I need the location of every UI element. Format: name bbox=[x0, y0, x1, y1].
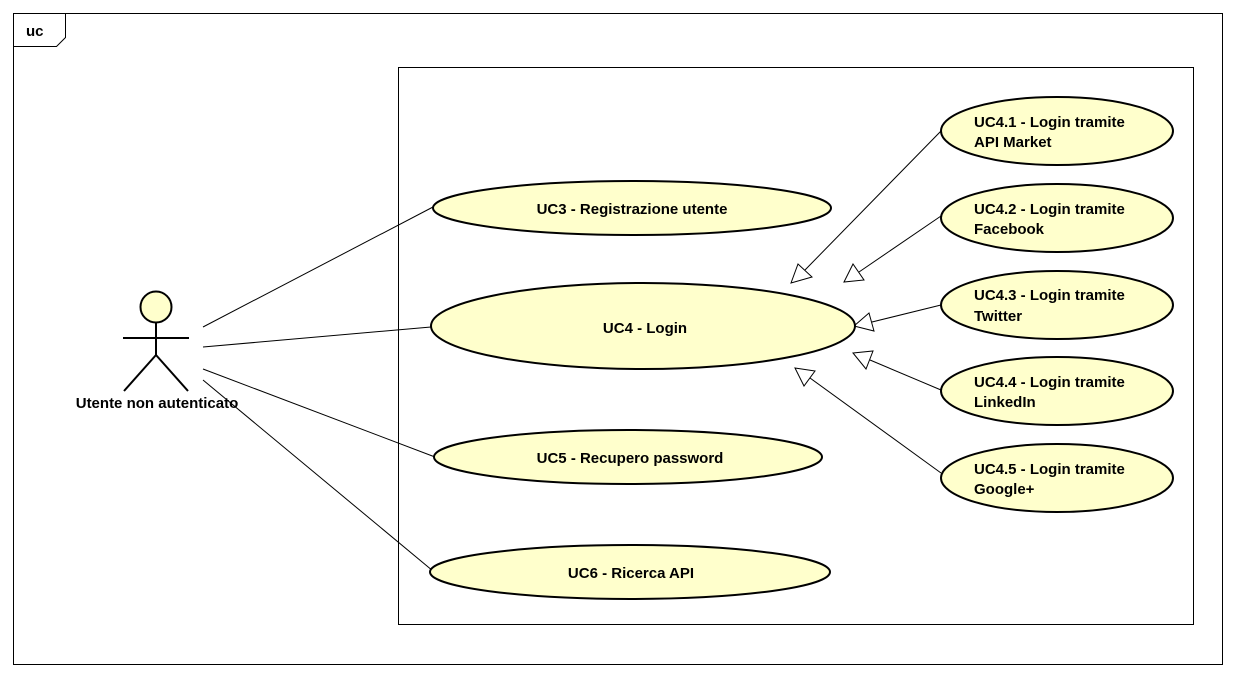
use-case-uc4-2-line1: UC4.2 - Login tramite bbox=[974, 201, 1125, 218]
actor-right-leg bbox=[155, 354, 189, 392]
generalizations bbox=[790, 130, 942, 474]
system-boundary bbox=[398, 67, 1194, 625]
use-case-uc5[interactable]: UC5 - Recupero password bbox=[433, 429, 823, 485]
association-uc4 bbox=[202, 326, 432, 348]
use-case-uc4-5-line2: Google+ bbox=[974, 481, 1035, 498]
use-case-uc4-label: UC4 - Login bbox=[603, 320, 687, 337]
association-uc3 bbox=[202, 206, 434, 328]
use-case-uc4-1-shape bbox=[940, 96, 1174, 166]
generalization-uc4-5 bbox=[794, 367, 942, 474]
use-case-uc4-2-line2: Facebook bbox=[974, 221, 1045, 238]
use-case-uc4-4[interactable]: UC4.4 - Login tramite LinkedIn bbox=[940, 356, 1174, 426]
use-case-uc4-5[interactable]: UC4.5 - Login tramite Google+ bbox=[940, 443, 1174, 513]
actor-head bbox=[139, 290, 173, 324]
actor-name: Utente non autenticato bbox=[76, 395, 239, 412]
generalization-uc4-3 bbox=[852, 304, 942, 332]
actor-left-leg bbox=[123, 354, 157, 392]
use-case-uc5-label: UC5 - Recupero password bbox=[537, 450, 724, 467]
use-case-uc4-2[interactable]: UC4.2 - Login tramite Facebook bbox=[940, 183, 1174, 253]
use-case-uc4-1[interactable]: UC4.1 - Login tramite API Market bbox=[940, 96, 1174, 166]
use-case-uc4-1-line1: UC4.1 - Login tramite bbox=[974, 114, 1125, 131]
use-case-uc4-3-shape bbox=[940, 270, 1174, 340]
use-case-uc3-label: UC3 - Registrazione utente bbox=[537, 201, 728, 218]
use-case-uc5-shape bbox=[433, 429, 823, 485]
use-case-uc6-shape bbox=[429, 544, 831, 600]
association-uc6 bbox=[202, 379, 434, 572]
use-case-uc4[interactable]: UC4 - Login bbox=[430, 282, 856, 370]
use-case-uc4-4-line1: UC4.4 - Login tramite bbox=[974, 374, 1125, 391]
use-case-uc4-5-line1: UC4.5 - Login tramite bbox=[974, 461, 1125, 478]
use-case-uc4-shape bbox=[430, 282, 856, 370]
use-case-uc4-4-line2: LinkedIn bbox=[974, 394, 1036, 411]
use-case-uc4-5-shape bbox=[940, 443, 1174, 513]
generalization-uc4-1 bbox=[790, 130, 942, 284]
generalization-uc4-4 bbox=[852, 350, 942, 391]
use-case-uc3-shape bbox=[432, 180, 832, 236]
association-uc5 bbox=[202, 368, 436, 458]
use-case-uc3[interactable]: UC3 - Registrazione utente bbox=[432, 180, 832, 236]
use-case-uc6[interactable]: UC6 - Ricerca API bbox=[429, 544, 831, 600]
frame-tab bbox=[13, 13, 66, 47]
use-case-uc4-2-shape bbox=[940, 183, 1174, 253]
associations bbox=[202, 206, 436, 572]
use-case-uc4-3[interactable]: UC4.3 - Login tramite Twitter bbox=[940, 270, 1174, 340]
actor-utente-non-autenticato[interactable] bbox=[123, 290, 189, 392]
use-case-uc4-1-line2: API Market bbox=[974, 134, 1052, 151]
generalization-uc4-2 bbox=[843, 215, 942, 283]
use-case-uc6-label: UC6 - Ricerca API bbox=[568, 565, 694, 582]
use-case-uc4-3-line1: UC4.3 - Login tramite bbox=[974, 287, 1125, 304]
frame-label: uc bbox=[26, 23, 44, 40]
use-case-uc4-4-shape bbox=[940, 356, 1174, 426]
use-case-uc4-3-line2: Twitter bbox=[974, 308, 1022, 325]
